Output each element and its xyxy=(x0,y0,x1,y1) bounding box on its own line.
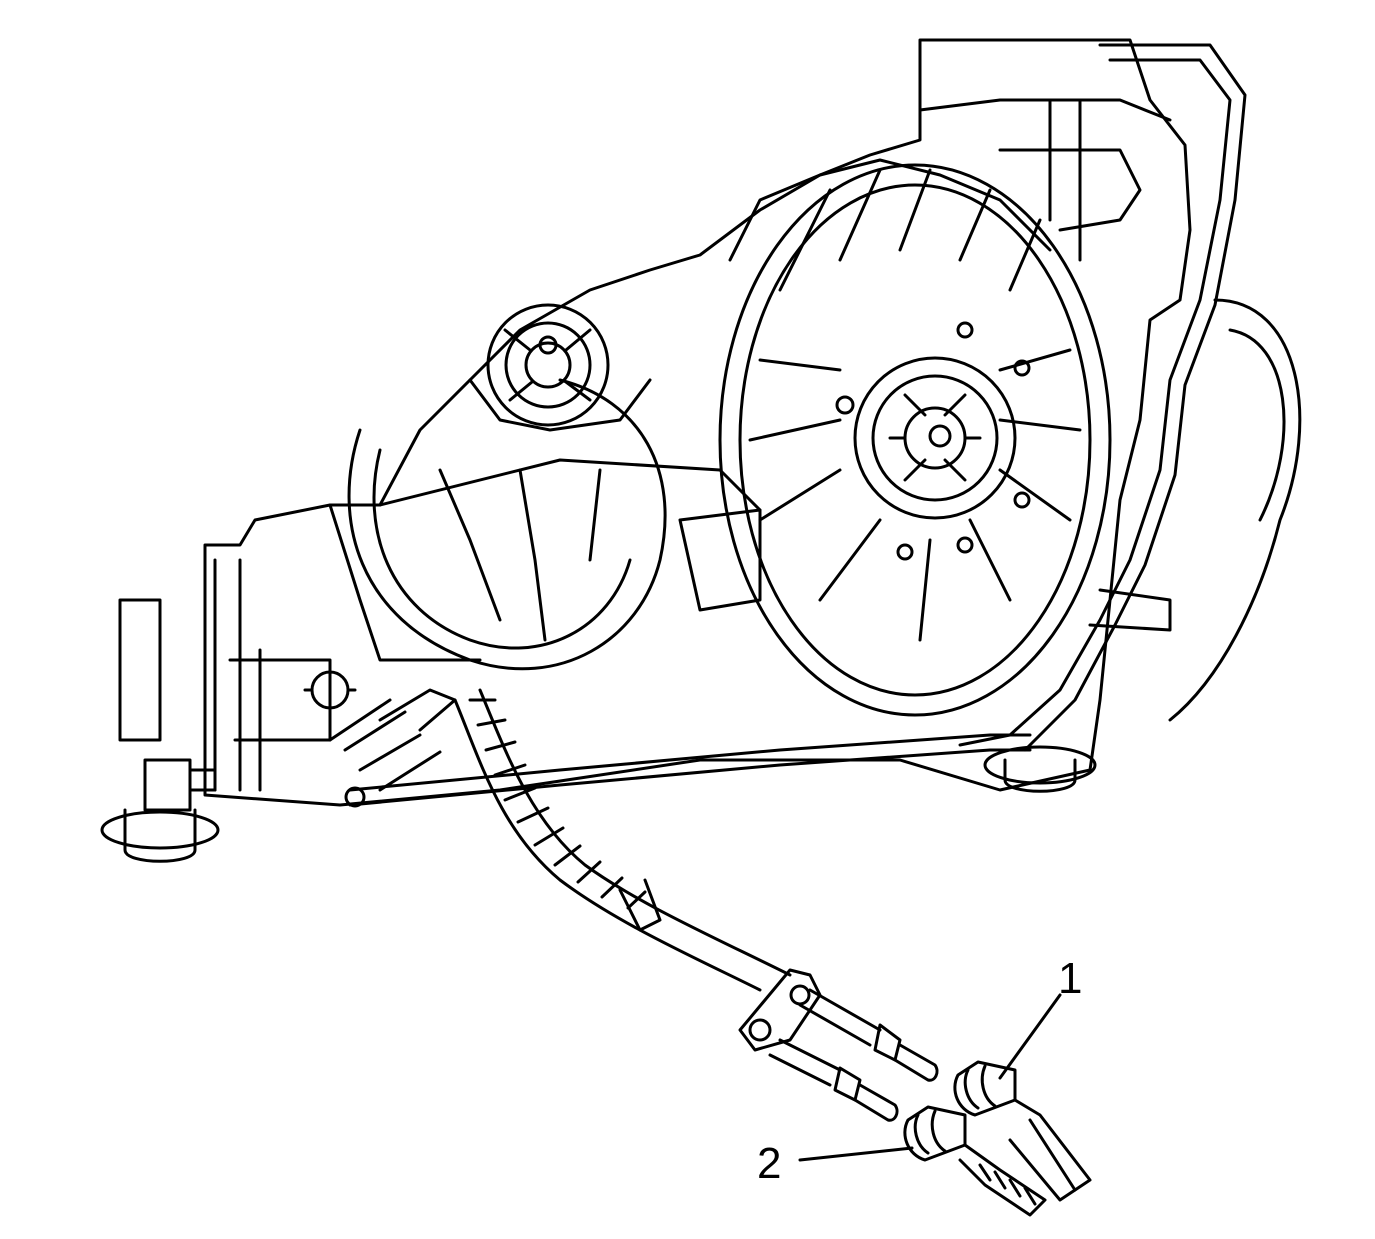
right-fan-assembly xyxy=(678,158,1112,717)
cooler-line-flange xyxy=(738,968,939,1122)
cooler-hoses xyxy=(328,688,792,992)
mount-foot-left xyxy=(100,758,220,863)
fitting-1 xyxy=(953,1060,1092,1202)
module-frame xyxy=(118,38,1192,807)
mount-foot-right xyxy=(983,745,1097,793)
callout-1-leader xyxy=(998,993,1062,1080)
callout-2-leader xyxy=(798,1146,914,1162)
lower-cooler-line xyxy=(344,733,1032,808)
harness-grommet xyxy=(303,663,357,717)
callout-2-label: 2 xyxy=(757,1139,781,1188)
left-fan-assembly xyxy=(347,303,667,671)
callout-1-label: 1 xyxy=(1058,954,1082,1003)
fitting-2 xyxy=(903,1105,1047,1217)
right-cooler-line xyxy=(958,43,1302,752)
